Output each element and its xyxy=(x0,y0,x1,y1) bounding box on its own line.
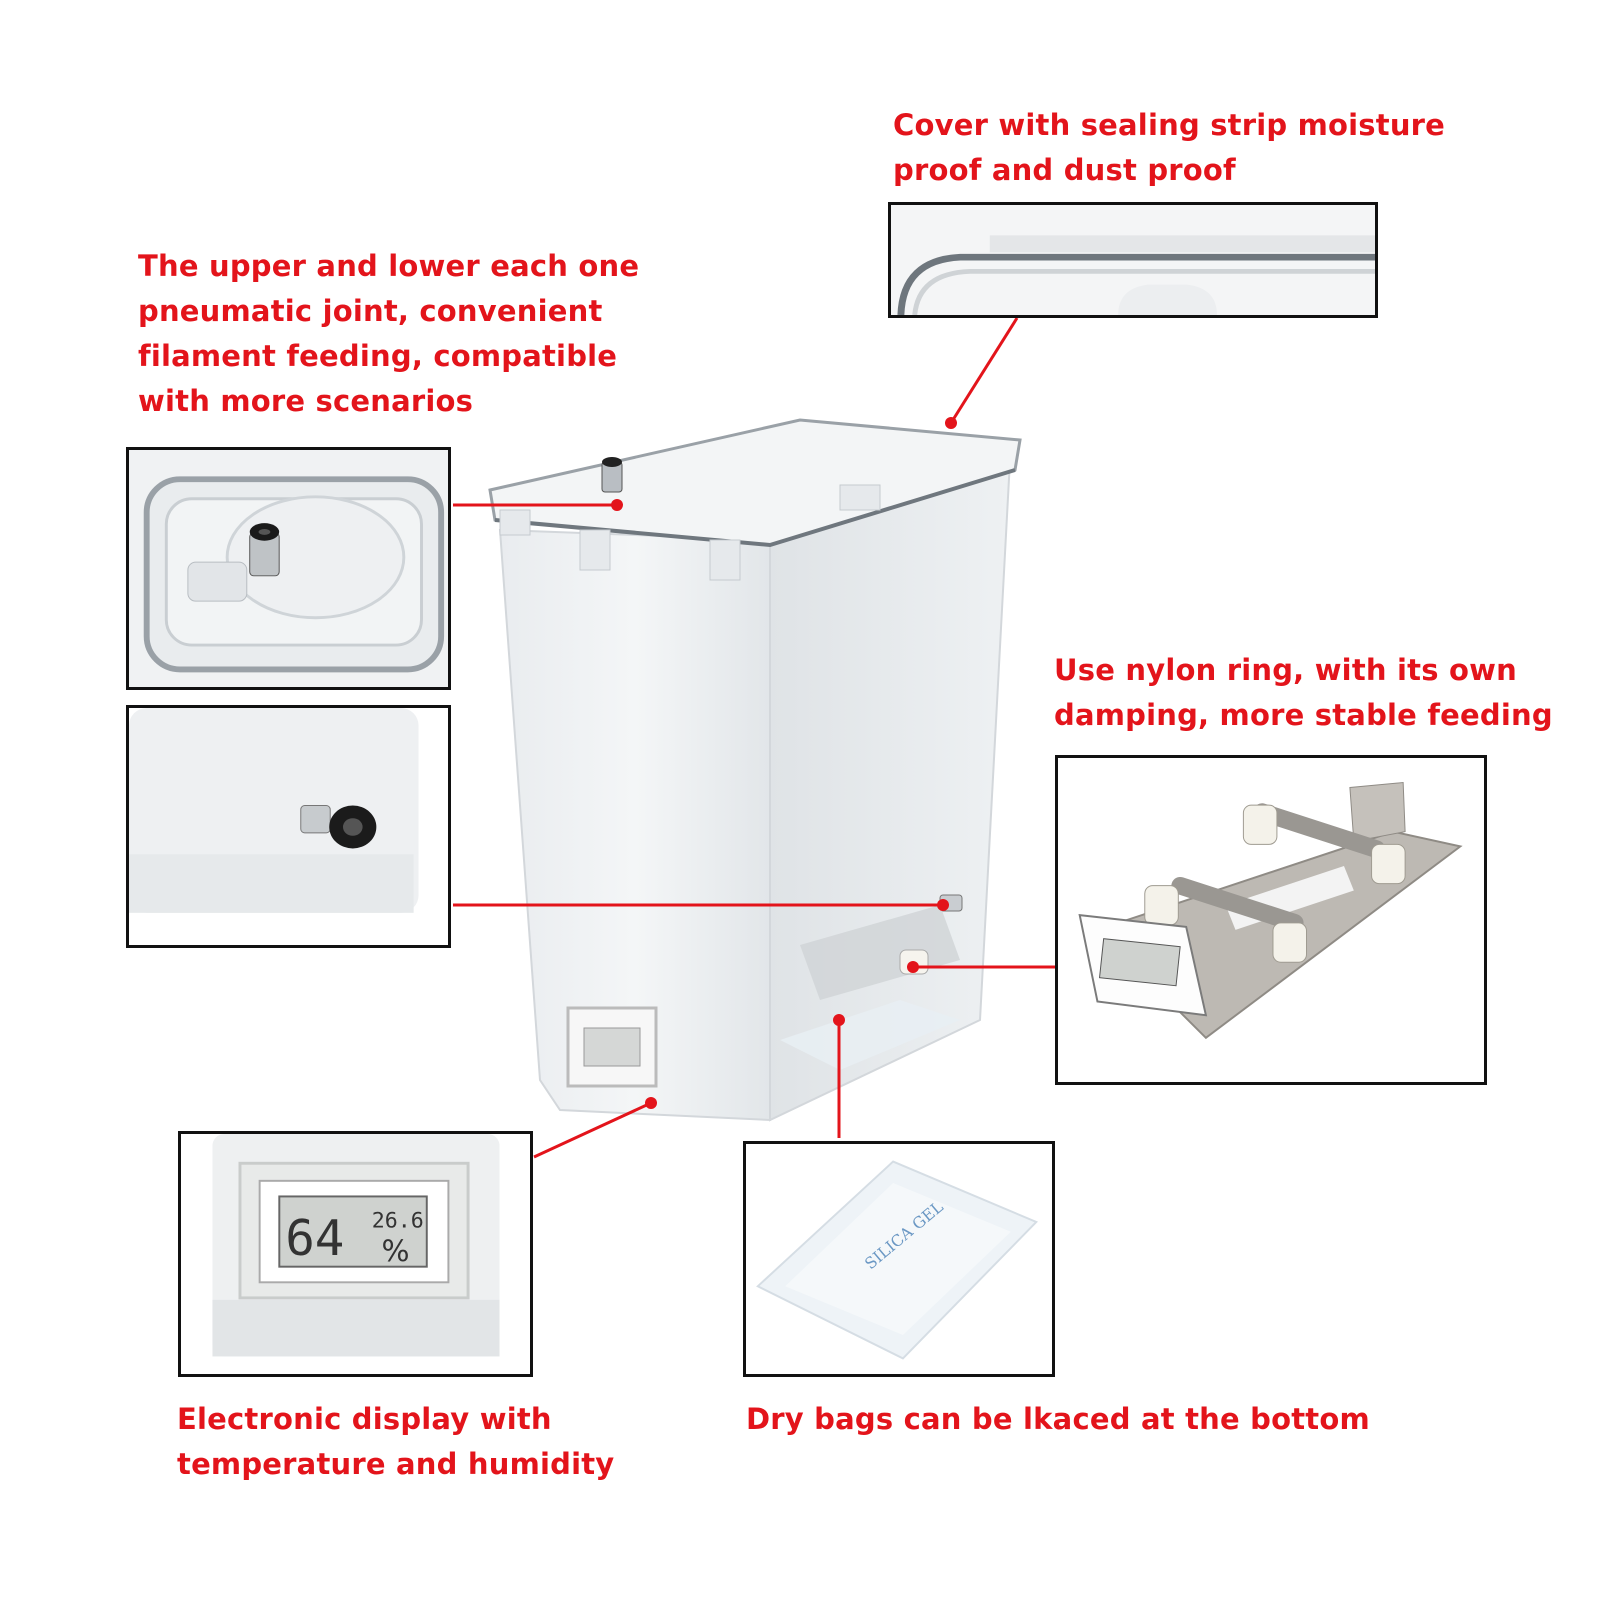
sealing-strip-detail-image xyxy=(891,205,1375,315)
cover-detail-frame xyxy=(888,202,1378,318)
callout-display: Electronic display with temperature and … xyxy=(177,1402,615,1481)
hygrometer-display-image: 64 26.6 % xyxy=(181,1134,530,1374)
dry-bag-detail-frame: SILICA GEL xyxy=(743,1141,1055,1377)
side-pneumatic-joint-image xyxy=(129,708,448,945)
callout-nylon: Use nylon ring, with its own damping, mo… xyxy=(1054,653,1553,732)
callout-pneumatic: The upper and lower each one pneumatic j… xyxy=(138,249,640,418)
humidity-reading: 64 xyxy=(285,1210,344,1267)
top-pneumatic-joint-image xyxy=(129,450,448,687)
temperature-reading: 26.6 xyxy=(372,1209,424,1234)
hygrometer-detail-frame: 64 26.6 % xyxy=(178,1131,533,1377)
humidity-unit: % xyxy=(382,1234,410,1268)
side-joint-detail-frame xyxy=(126,705,451,948)
callout-cover: Cover with sealing strip moisture proof … xyxy=(893,108,1446,187)
top-joint-detail-frame xyxy=(126,447,451,690)
nylon-ring-detail-frame xyxy=(1055,755,1487,1085)
nylon-ring-rack-image xyxy=(1058,758,1484,1082)
callout-drybag: Dry bags can be lkaced at the bottom xyxy=(746,1402,1370,1436)
silica-gel-bag-image: SILICA GEL xyxy=(746,1144,1052,1374)
